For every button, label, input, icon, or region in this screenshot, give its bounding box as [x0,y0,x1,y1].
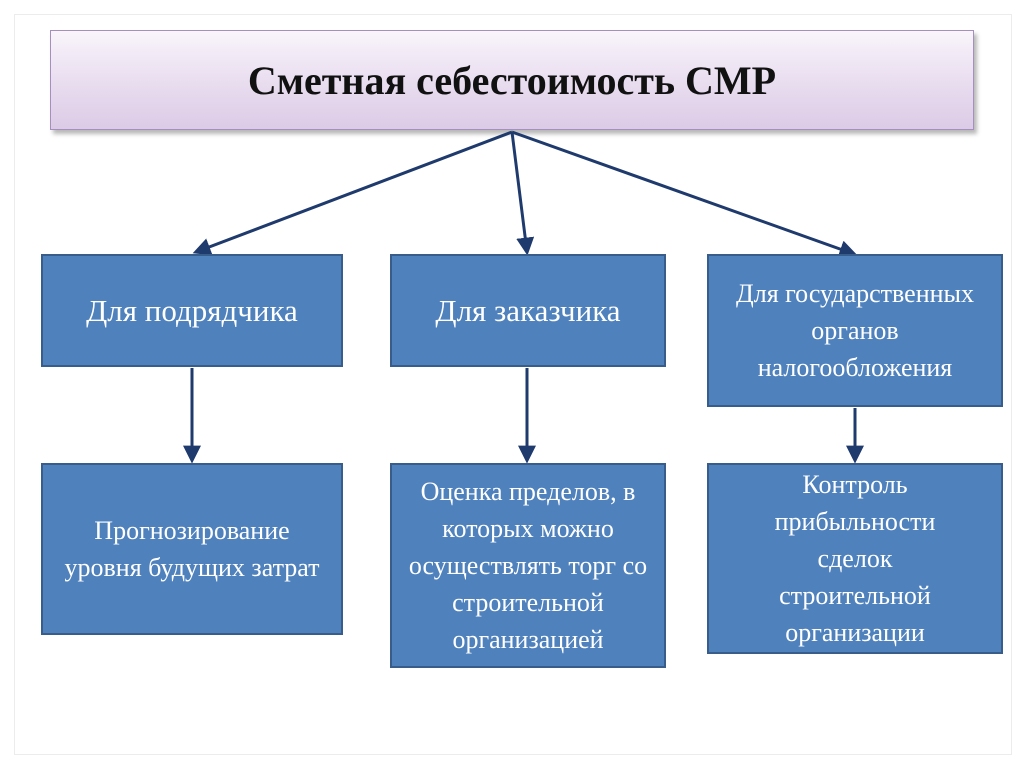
slide-frame [14,14,1012,755]
box-profitability-control-label: Контроль прибыльности сделок строительно… [774,470,936,647]
arrow-to-tax [511,130,858,258]
box-cost-forecasting: Прогнозирование уровня будущих затрат [41,463,343,635]
box-profitability-control: Контроль прибыльности сделок строительно… [707,463,1003,654]
arrow-to-contractor [192,130,513,256]
box-contractor-label: Для подрядчика [86,292,298,328]
arrow-to-customer [510,131,535,256]
box-customer-label: Для заказчика [435,292,621,328]
title-box: Сметная себестоимость СМР [50,30,974,130]
diagram-title: Сметная себестоимость СМР [247,57,777,103]
box-contractor: Для подрядчика [41,254,343,367]
box-bargaining-assessment-label: Оценка пределов, в которых можно осущест… [408,477,648,654]
box-tax-authorities-label: Для государственных органов налогообложе… [735,279,975,382]
box-bargaining-assessment: Оценка пределов, в которых можно осущест… [390,463,666,668]
box-tax-authorities: Для государственных органов налогообложе… [707,254,1003,407]
box-cost-forecasting-label: Прогнозирование уровня будущих затрат [64,516,320,582]
box-customer: Для заказчика [390,254,666,367]
